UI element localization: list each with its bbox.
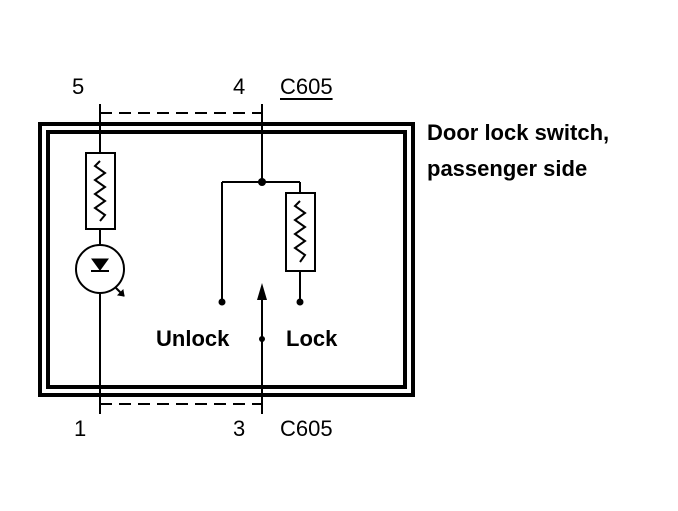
lock-resistor xyxy=(285,192,316,272)
top-pin-4-label: 4 xyxy=(233,74,246,99)
switch-housing-outer xyxy=(38,122,415,397)
switch-wiper-arrow xyxy=(257,283,267,300)
switch-pivot xyxy=(259,336,265,342)
lock-label: Lock xyxy=(286,326,338,351)
top-connector-label: C605 xyxy=(280,74,333,99)
bottom-pin-1-label: 1 xyxy=(74,416,87,441)
right-circuit-wire xyxy=(221,104,301,414)
lock-contact xyxy=(296,298,304,306)
bottom-pin-3-label: 3 xyxy=(233,416,246,441)
indicator-led xyxy=(75,244,125,297)
junction-dot xyxy=(258,178,266,186)
left-resistor xyxy=(85,152,116,230)
unlock-label: Unlock xyxy=(156,326,230,351)
top-pin-5-label: 5 xyxy=(72,74,85,99)
component-title-line1: Door lock switch, xyxy=(427,120,610,145)
bottom-connector-label: C605 xyxy=(280,416,333,441)
unlock-contact xyxy=(218,298,226,306)
switch-housing-inner xyxy=(46,130,407,389)
component-title-line2: passenger side xyxy=(427,156,588,181)
